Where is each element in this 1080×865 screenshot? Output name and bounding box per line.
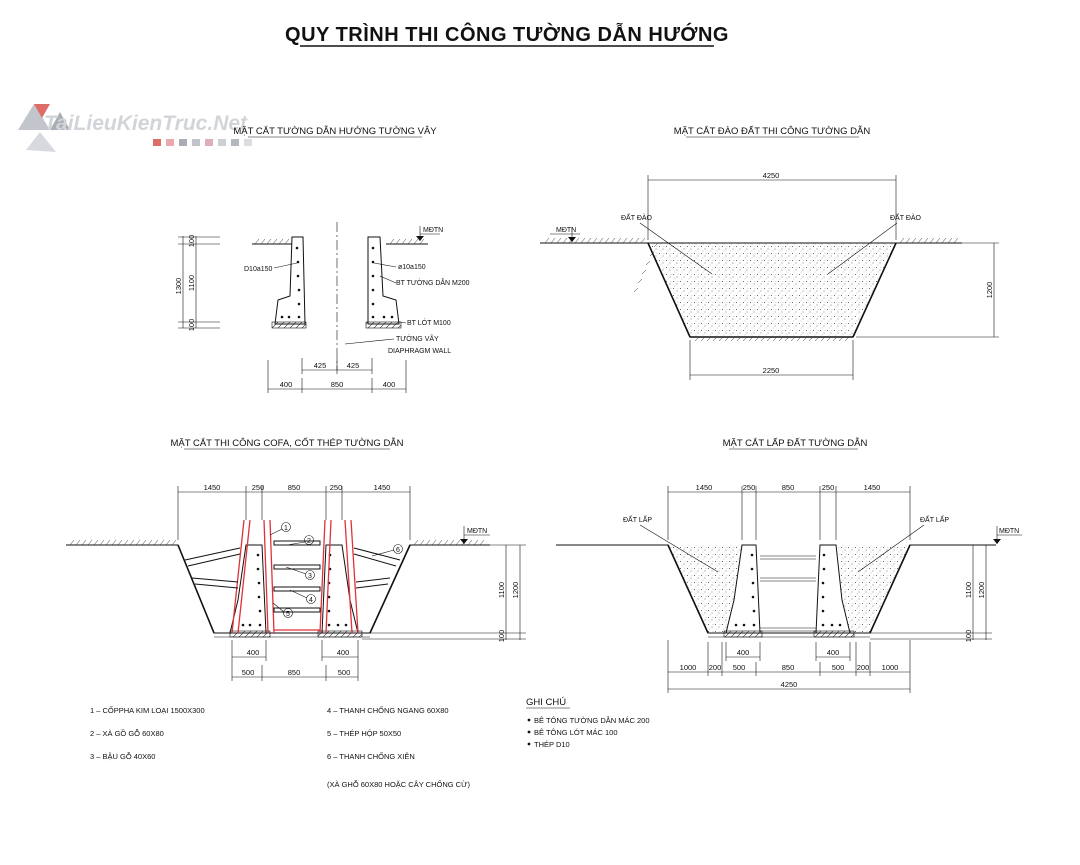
legend-item: 5 – THÉP HỘP 50X50 <box>327 729 401 738</box>
label-dat-dao-left: ĐẤT ĐÀO <box>621 212 653 222</box>
page-title-group: QUY TRÌNH THI CÔNG TƯỜNG DẪN HƯỚNG <box>285 22 729 47</box>
dim-top-1: 1450 <box>204 483 221 492</box>
dim-v-1200: 1200 <box>511 582 520 599</box>
label-mdtn: MĐTN <box>467 528 487 535</box>
dim-top: 4250 <box>763 171 780 180</box>
legend-item: 2 – XÀ GỒ GỖ 60X80 <box>90 728 164 738</box>
dim-top-2: 250 <box>743 483 756 492</box>
label-bt-tuong-dan: BT TƯỜNG DẪN M200 <box>396 278 470 287</box>
left-guide-wall <box>274 236 306 325</box>
right-guide-wall <box>367 236 400 325</box>
label-mdtn: MĐTN <box>556 227 576 234</box>
note-item: THÉP D10 <box>534 740 570 749</box>
dim-h-400b: 400 <box>383 380 396 389</box>
dim-b-400b: 400 <box>337 648 350 657</box>
note-item: BÊ TÔNG TƯỜNG DẪN MÁC 200 <box>534 716 650 725</box>
dim-v-top: 100 <box>187 235 196 248</box>
dim-b-500b: 500 <box>338 668 351 677</box>
callout-5: 5 <box>272 602 293 618</box>
section-guide-wall: MẶT CẮT TƯỜNG DẪN HƯỚNG TƯỜNG VÂY MĐTN <box>174 125 470 393</box>
label-dat-lap-right: ĐẤT LẤP <box>920 514 949 524</box>
note-item: BÊ TÔNG LÓT MÁC 100 <box>534 728 618 737</box>
dim-top-5: 1450 <box>374 483 391 492</box>
dim-depth: 1200 <box>985 282 994 299</box>
label-dat-dao-right: ĐẤT ĐÀO <box>890 212 922 222</box>
svg-text:5: 5 <box>286 611 290 618</box>
label-bt-lot: BT LÓT M100 <box>407 318 451 327</box>
legend-item: 4 – THANH CHỐNG NGANG 60X80 <box>327 705 449 715</box>
dim-b-400b: 400 <box>827 648 840 657</box>
dim-v-1100: 1100 <box>497 582 506 598</box>
legend-item: 6 – THANH CHỐNG XIÊN <box>327 751 415 761</box>
dim-bot-6: 200 <box>857 663 870 672</box>
callout-3: 3 <box>285 566 315 580</box>
notes-heading: GHI CHÚ <box>526 697 566 708</box>
dim-bot-1: 1000 <box>680 663 697 672</box>
page-title: QUY TRÌNH THI CÔNG TƯỜNG DẪN HƯỚNG <box>285 22 729 46</box>
dim-v-100: 100 <box>964 630 973 643</box>
dim-v-total: 1300 <box>174 278 183 295</box>
svg-text:2: 2 <box>307 538 311 545</box>
dim-v-1200: 1200 <box>977 582 986 599</box>
dim-bot-7: 1000 <box>882 663 899 672</box>
dim-bot-5: 500 <box>832 663 845 672</box>
svg-text:1: 1 <box>284 525 288 532</box>
dim-top-2: 250 <box>252 483 265 492</box>
legend-extra: (XÀ GHỖ 60X80 HOẶC CÂY CHỐNG CỪ) <box>327 779 470 789</box>
dim-b-850: 850 <box>288 668 301 677</box>
dim-bot-3: 500 <box>733 663 746 672</box>
label-mdtn: MĐTN <box>999 528 1019 535</box>
section-title: MẶT CẮT TƯỜNG DẪN HƯỚNG TƯỜNG VÂY <box>233 125 437 137</box>
dim-top-3: 850 <box>288 483 301 492</box>
dim-b-400a: 400 <box>737 648 750 657</box>
dim-v-bot: 100 <box>187 319 196 332</box>
dim-top-4: 250 <box>330 483 343 492</box>
svg-text:4: 4 <box>309 597 313 604</box>
label-diaphragm: DIAPHRAGM WALL <box>388 348 451 355</box>
legend-item: 3 – BẬU GỖ 40X60 <box>90 752 155 761</box>
dim-h-425a: 425 <box>314 361 327 370</box>
dim-v-1100: 1100 <box>964 582 973 598</box>
legend: 1 – CỐPPHA KIM LOẠI 1500X300 2 – XÀ GỒ G… <box>90 705 470 789</box>
dim-h-850: 850 <box>331 380 344 389</box>
watermark-text: TaiLieuKienTruc.Net <box>44 112 248 135</box>
dim-b-500a: 500 <box>242 668 255 677</box>
label-dat-lap-left: ĐẤT LẤP <box>623 514 652 524</box>
callout-1: 1 <box>269 522 291 536</box>
dim-h-400a: 400 <box>280 380 293 389</box>
dim-bottom: 2250 <box>763 366 780 375</box>
section-formwork: MẶT CẮT THI CÔNG COFA, CỐT THÉP TƯỜNG DẪ… <box>66 437 526 681</box>
section-title: MẶT CẮT THI CÔNG COFA, CỐT THÉP TƯỜNG DẪ… <box>170 437 403 449</box>
label-mdtn: MĐTN <box>423 227 443 234</box>
dim-top-4: 250 <box>822 483 835 492</box>
section-title: MẶT CẮT LẤP ĐẤT TƯỜNG DẪN <box>723 437 868 449</box>
section-excavation: MẶT CẮT ĐÀO ĐẤT THI CÔNG TƯỜNG DẪN MĐTN … <box>540 125 999 380</box>
dim-bot-2: 200 <box>709 663 722 672</box>
svg-text:6: 6 <box>396 547 400 554</box>
dim-b-400a: 400 <box>247 648 260 657</box>
section-backfill: MẶT CẮT LẤP ĐẤT TƯỜNG DẪN ĐẤT LẤP <box>556 437 1022 693</box>
callout-4: 4 <box>289 589 316 604</box>
dim-total: 4250 <box>781 680 798 689</box>
dim-bot-4: 850 <box>782 663 795 672</box>
label-d10a150: D10a150 <box>244 266 273 273</box>
callout-6: 6 <box>371 544 403 557</box>
dim-v-mid: 1100 <box>187 275 196 291</box>
callout-2: 2 <box>286 535 314 546</box>
dim-top-5: 1450 <box>864 483 881 492</box>
dim-v-100: 100 <box>497 630 506 643</box>
notes: GHI CHÚ BÊ TÔNG TƯỜNG DẪN MÁC 200 BÊ TÔN… <box>526 697 650 749</box>
label-phi10a150: ø10a150 <box>398 264 426 271</box>
dim-top-3: 850 <box>782 483 795 492</box>
dim-h-425b: 425 <box>347 361 360 370</box>
dim-top-1: 1450 <box>696 483 713 492</box>
label-tuong-vay: TƯỜNG VÂY <box>396 334 439 343</box>
legend-item: 1 – CỐPPHA KIM LOẠI 1500X300 <box>90 705 205 715</box>
watermark-logo: TaiLieuKienTruc.Net <box>18 104 252 152</box>
svg-text:3: 3 <box>308 573 312 580</box>
section-title: MẶT CẮT ĐÀO ĐẤT THI CÔNG TƯỜNG DẪN <box>674 125 871 137</box>
